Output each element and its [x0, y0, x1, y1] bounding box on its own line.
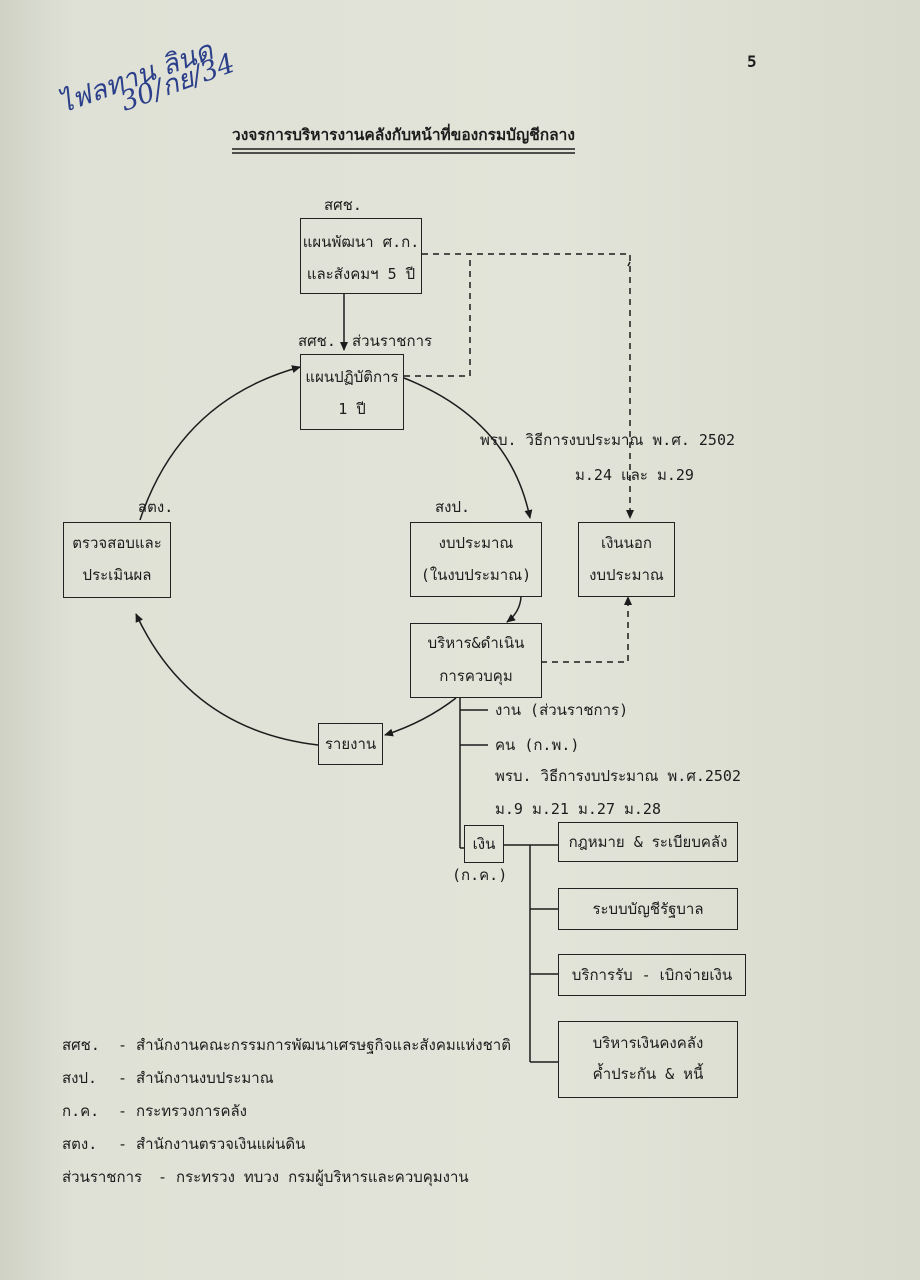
budget-agency: สงป. — [435, 498, 471, 516]
money-item-4: บริหารเงินคงคลัง ค้ำประกัน & หนี้ — [558, 1021, 738, 1098]
plan-1yr-box: แผนปฏิบัติการ 1 ปี — [300, 354, 404, 430]
legend-desc-1: สำนักงานคณะกรรมการพัฒนาเศรษฐกิจและสังคมแ… — [136, 1036, 511, 1054]
legend-abbr-4: สตง. — [62, 1135, 98, 1153]
money-item-3: บริการรับ - เบิกจ่ายเงิน — [558, 954, 746, 996]
legend-abbr-1: สศช. — [62, 1036, 100, 1054]
manage-line1: บริหาร&ดำเนิน — [427, 634, 525, 652]
arrow-report-to-audit — [135, 613, 319, 746]
legend-sep-5: - — [158, 1168, 168, 1186]
money-label: เงิน — [472, 835, 496, 853]
dashed-manage-to-offbudget — [541, 596, 632, 663]
report-label: รายงาน — [324, 735, 377, 753]
legend-desc-2: สำนักงานงบประมาณ — [136, 1069, 274, 1087]
plan-5yr-line2: และสังคมฯ 5 ปี — [306, 265, 416, 283]
dashed-plan1-to-offbudget — [404, 254, 471, 377]
legend-sep-3: - — [118, 1102, 128, 1120]
audit-box: ตรวจสอบและ ประเมินผล — [63, 522, 171, 598]
audit-line1: ตรวจสอบและ — [72, 534, 162, 552]
tick-mark — [627, 261, 631, 267]
budget-line1: งบประมาณ — [438, 534, 514, 552]
budget-box: งบประมาณ (ในงบประมาณ) — [410, 522, 542, 597]
budget-act-line2: ม.24 และ ม.29 — [575, 466, 694, 484]
branch-act-line2: ม.9 ม.21 ม.27 ม.28 — [495, 800, 661, 818]
plan-1yr-line2: 1 ปี — [338, 400, 366, 418]
audit-agency: สตง. — [138, 498, 174, 516]
legend-sep-2: - — [118, 1069, 128, 1087]
money-item-1: กฎหมาย & ระเบียบคลัง — [558, 822, 738, 862]
arrow-plan1-to-budget — [403, 377, 533, 519]
legend-desc-5: กระทรวง ทบวง กรมผู้บริหารและควบคุมงาน — [176, 1168, 469, 1186]
legend-abbr-5: ส่วนราชการ — [62, 1168, 143, 1186]
legend-desc-3: กระทรวงการคลัง — [136, 1102, 247, 1120]
report-box: รายงาน — [318, 723, 383, 765]
branch-act-line1: พรบ. วิธีการงบประมาณ พ.ศ.2502 — [495, 767, 741, 785]
money-item-3-label: บริการรับ - เบิกจ่ายเงิน — [571, 966, 733, 984]
off-budget-line1: เงินนอก — [600, 534, 653, 552]
legend-abbr-2: สงป. — [62, 1069, 98, 1087]
arrow-audit-to-plan1 — [139, 365, 301, 521]
money-item-4-line1: บริหารเงินคงคลัง — [592, 1034, 704, 1052]
off-budget-box: เงินนอก งบประมาณ — [578, 522, 675, 597]
legend-sep-1: - — [118, 1036, 128, 1054]
plan-5yr-line1: แผนพัฒนา ศ.ก. — [302, 233, 420, 251]
manage-line2: การควบคุม — [439, 667, 513, 685]
audit-line2: ประเมินผล — [82, 566, 152, 584]
legend-abbr-3: ก.ค. — [62, 1102, 100, 1120]
money-item-4-line2: ค้ำประกัน & หนี้ — [592, 1065, 704, 1083]
branch-people: คน (ก.พ.) — [495, 736, 580, 754]
plan-1yr-line1: แผนปฏิบัติการ — [305, 368, 399, 386]
plan-1yr-agency-left: สศช. — [298, 332, 336, 350]
money-item-1-label: กฎหมาย & ระเบียบคลัง — [568, 833, 728, 851]
manage-box: บริหาร&ดำเนิน การควบคุม — [410, 623, 542, 698]
money-box: เงิน — [464, 825, 504, 863]
page-number: 5 — [747, 52, 757, 71]
plan-1yr-agency-right: ส่วนราชการ — [352, 332, 433, 350]
plan-5yr-box: แผนพัฒนา ศ.ก. และสังคมฯ 5 ปี — [300, 218, 422, 294]
off-budget-line2: งบประมาณ — [589, 566, 664, 584]
budget-line2: (ในงบประมาณ) — [420, 566, 532, 584]
legend-desc-4: สำนักงานตรวจเงินแผ่นดิน — [136, 1135, 306, 1153]
arrow-budget-to-manage — [506, 596, 522, 623]
money-item-2-label: ระบบบัญชีรัฐบาล — [592, 900, 704, 918]
dashed-plan5-to-offbudget — [422, 253, 634, 519]
plan-5yr-agency: สศช. — [324, 196, 362, 214]
legend-sep-4: - — [118, 1135, 128, 1153]
money-agency: (ก.ค.) — [452, 866, 508, 884]
budget-act-line1: พรบ. วิธีการงบประมาณ พ.ศ. 2502 — [480, 431, 736, 449]
branch-work: งาน (ส่วนราชการ) — [495, 701, 629, 719]
diagram-title: วงจรการบริหารงานคลังกับหน้าที่ของกรมบัญช… — [232, 126, 575, 144]
arrow-manage-to-report — [384, 697, 457, 737]
money-item-2: ระบบบัญชีรัฐบาล — [558, 888, 738, 930]
